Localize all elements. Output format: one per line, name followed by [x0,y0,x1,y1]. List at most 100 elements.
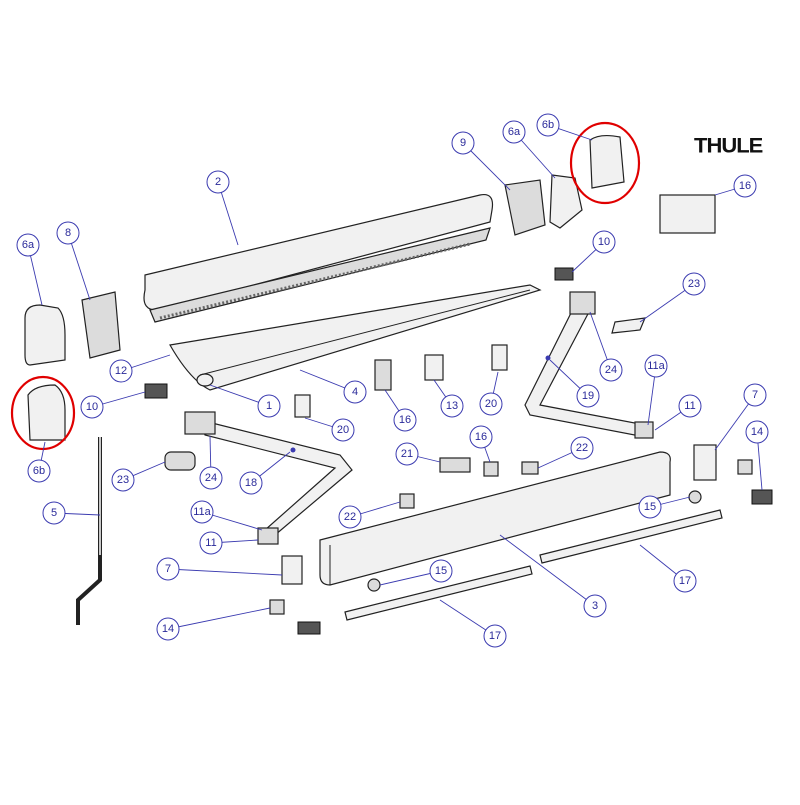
callout-circle [80,395,104,419]
callout-2: 2 [206,170,230,194]
part-14-left-a [269,599,285,615]
part-13 [424,354,444,381]
callout-circle [451,131,475,155]
callout-label: 5 [51,507,57,519]
callout-label: 11a [193,506,211,518]
callout-circle [440,394,464,418]
callout-circle [678,394,702,418]
leader-line [67,232,91,301]
callout-12: 12 [109,359,133,383]
callout-6b: 6b [27,459,51,483]
callout-24: 24 [199,466,223,490]
callout-label: 20 [337,424,349,436]
callout-15: 15 [638,495,662,519]
part-22-left [399,493,415,509]
callout-14: 14 [156,617,180,641]
highlight-6b-left [10,375,76,451]
part-20-a [294,394,311,418]
callout-circle [257,394,281,418]
part-end-cap-6b-left [27,384,66,441]
callout-10: 10 [592,230,616,254]
callout-label: 11 [684,400,695,412]
callout-label: 11 [205,537,216,549]
part-16-a [374,359,392,391]
callout-label: 11a [647,360,665,372]
callout-14: 14 [745,420,769,444]
callout-23: 23 [682,272,706,296]
callout-circle [190,500,214,524]
callout-circle [42,501,66,525]
callout-circle [199,531,223,555]
callout-label: 8 [65,227,71,239]
callout-label: 16 [739,180,751,192]
part-23-left [164,451,196,471]
thule-logo: THULE [694,133,763,158]
highlight-6b-right [569,121,641,205]
part-16-kit [659,194,716,234]
callout-3: 3 [583,594,607,618]
part-22-right [521,461,539,475]
callout-label: 14 [751,426,763,438]
small-parts [24,134,773,635]
part-7-right [693,444,717,481]
callout-16: 16 [469,425,493,449]
callout-circle [570,436,594,460]
callout-label: 10 [598,236,610,248]
callout-label: 1 [266,400,272,412]
callout-10: 10 [80,395,104,419]
callout-label: 14 [162,623,174,635]
callout-16: 16 [733,174,757,198]
part-10-left [144,383,168,399]
callout-circle [27,459,51,483]
part-end-cap-6b-right [589,134,625,189]
part-21 [439,457,471,473]
callout-24: 24 [599,358,623,382]
callout-circle [502,120,526,144]
part-14-right-b [751,489,773,505]
callout-circle [576,384,600,408]
callout-circle [536,113,560,137]
callout-11a: 11a [644,354,668,378]
callout-circle [469,425,493,449]
callout-label: 16 [475,431,487,443]
callout-label: 7 [752,389,758,401]
callout-11: 11 [678,394,702,418]
callout-17: 17 [483,624,507,648]
callout-label: 15 [644,501,656,513]
callout-label: 24 [205,472,217,484]
callout-label: 4 [352,386,358,398]
callout-label: 10 [86,401,98,413]
callout-label: 15 [435,565,447,577]
callout-circle [395,442,419,466]
callout-label: 24 [605,364,617,376]
part-14-left-b [297,621,321,635]
callout-13: 13 [440,394,464,418]
part-left-arm [184,411,353,545]
callout-circle [745,420,769,444]
callout-7: 7 [156,557,180,581]
part-front-bar [319,451,671,586]
callout-label: 22 [344,511,356,523]
part-15-left [367,578,381,592]
callout-15: 15 [429,559,453,583]
part-end-cap-6a-left [24,304,66,366]
part-right-arm [524,291,654,439]
callout-label: 13 [446,400,458,412]
callout-18: 18 [239,471,263,495]
callout-circle [239,471,263,495]
callout-6b: 6b [536,113,560,137]
callout-label: 7 [165,563,171,575]
part-16-b [483,461,499,477]
callout-circle [682,272,706,296]
callout-8: 8 [56,221,80,245]
callout-11a: 11a [190,500,214,524]
callout-circle [206,170,230,194]
callout-4: 4 [343,380,367,404]
callout-22: 22 [570,436,594,460]
callout-circle [743,383,767,407]
part-support-legs [344,509,723,621]
part-7-left [281,555,303,585]
callout-circle [673,569,697,593]
leader-line [167,568,283,576]
